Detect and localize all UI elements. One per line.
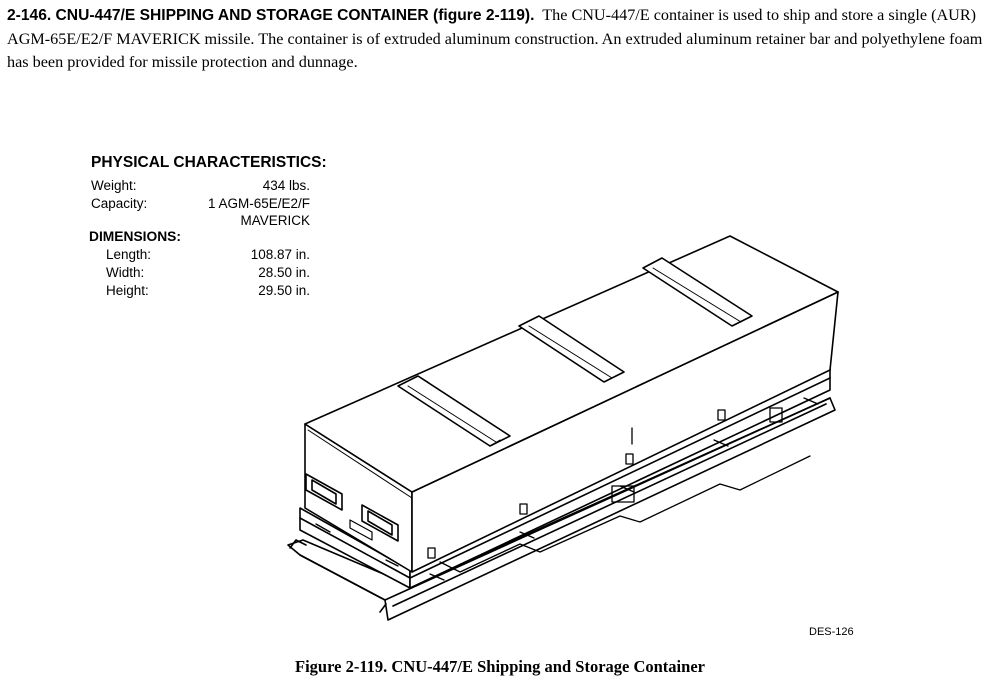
end-handles <box>305 473 399 542</box>
intro-paragraph: 2-146. CNU-447/E SHIPPING AND STORAGE CO… <box>7 4 993 75</box>
characteristics-title: PHYSICAL CHARACTERISTICS: <box>91 154 327 171</box>
side-latches <box>315 397 819 581</box>
dimensions-title: DIMENSIONS: <box>89 229 181 244</box>
capacity-value-line2: MAVERICK <box>240 213 310 228</box>
weight-value: 434 lbs. <box>262 178 310 193</box>
weight-label: Weight: <box>91 178 137 193</box>
width-value: 28.50 in. <box>258 265 310 280</box>
capacity-value-line1: 1 AGM-65E/E2/F <box>207 196 310 211</box>
figure-caption: Figure 2-119. CNU-447/E Shipping and Sto… <box>295 657 705 676</box>
lid-rib-1 <box>397 375 511 447</box>
lid-rib-3 <box>642 257 753 327</box>
width-label: Width: <box>106 265 145 280</box>
container-base-skid <box>287 397 836 621</box>
length-label: Length: <box>106 247 152 262</box>
lid-rib-2 <box>518 315 625 383</box>
paragraph-body: The CNU-447/E container is used to ship … <box>7 6 983 71</box>
drawing-code: DES-126 <box>809 626 854 638</box>
paragraph-heading: 2-146. CNU-447/E SHIPPING AND STORAGE CO… <box>7 7 535 24</box>
height-value: 29.50 in. <box>258 283 310 298</box>
height-label: Height: <box>106 283 149 298</box>
capacity-label: Capacity: <box>91 196 148 211</box>
length-value: 108.87 in. <box>250 247 310 262</box>
